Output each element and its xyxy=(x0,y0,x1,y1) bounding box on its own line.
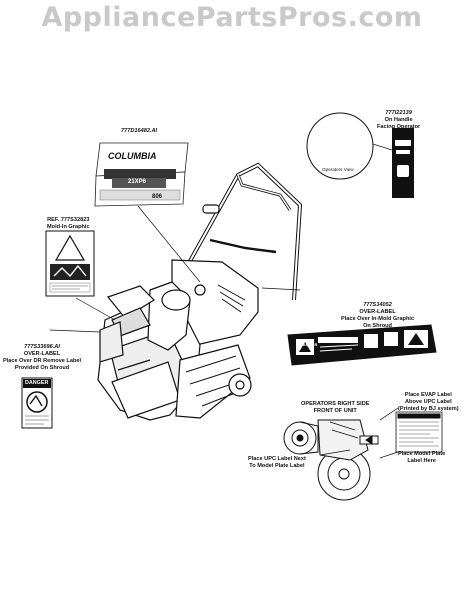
plate2: Label Here xyxy=(407,458,436,464)
snow-thrower xyxy=(97,162,303,421)
danger-decal-text: DANGER xyxy=(25,380,49,386)
shroud-line2: On Shroud xyxy=(363,323,392,329)
evap2: Above UPC Label xyxy=(405,399,452,405)
handle-line1: On Handle xyxy=(384,117,413,123)
mold-ref: REF. 777S32823 xyxy=(47,217,90,223)
evap-label-text: Place EVAP Label Above UPC Label (Printe… xyxy=(398,392,459,413)
upc1: Place UPC Label Next xyxy=(248,456,306,462)
mold-in-label: REF. 777S32823 Mold-In Graphic xyxy=(47,217,90,231)
mold-in-graphic xyxy=(45,230,95,297)
chute-line1: Place Over DR Remove Label xyxy=(3,358,82,364)
handle-pn: 777I22139 xyxy=(385,110,412,116)
chute-suffix: .AI xyxy=(52,344,60,350)
shroud-label xyxy=(287,324,437,366)
handle-detail xyxy=(306,112,414,198)
upc-label-text: Place UPC Label Next To Model Plate Labe… xyxy=(248,456,306,470)
shroud-line1: Place Over In-Mold Graphic xyxy=(341,316,415,322)
svg-text:806: 806 xyxy=(152,194,163,200)
operators-view-text: Operators View xyxy=(322,167,354,172)
top-decal-suffix: .AI xyxy=(149,128,158,134)
top-decal: 806 xyxy=(94,142,189,207)
danger-decal xyxy=(21,377,53,429)
top-decal-pn: 777D16482 xyxy=(121,128,150,134)
chute-overlabel: OVER-LABEL xyxy=(23,351,61,357)
model-tag-text: 21XP6 xyxy=(128,179,147,185)
model-plate-label-text: Place Model Plate Label Here xyxy=(398,451,445,465)
evap3: (Printed by BJ system) xyxy=(398,406,459,412)
shroud-overlabel: OVER-LABEL xyxy=(359,309,396,315)
handle-line2: Facing Operator xyxy=(377,124,421,130)
shroud-label-text: 777S34052 OVER-LABEL Place Over In-Mold … xyxy=(341,302,414,330)
upc2: To Model Plate Label xyxy=(249,463,305,469)
handle-label: 777I22139 On Handle Facing Operator xyxy=(377,110,420,131)
chute-line2: Provided On Shroud xyxy=(14,365,70,371)
shroud-pn: 777S34052 xyxy=(363,302,392,308)
chute-label-text: 777S33696.AI OVER-LABEL Place Over DR Re… xyxy=(3,344,81,372)
evap1: Place EVAP Label xyxy=(404,392,452,398)
leader-lines xyxy=(49,205,399,459)
watermark: AppliancePartsPros.com xyxy=(41,2,423,33)
side-view xyxy=(268,399,443,517)
side-title2: FRONT OF UNIT xyxy=(313,408,357,414)
shroud-danger-text: DANGER xyxy=(300,342,318,347)
plate1: Place Model Plate xyxy=(398,451,446,457)
chute-pn: 777S33696 xyxy=(24,344,53,350)
top-decal-part-number: 777D16482.AI xyxy=(121,128,157,135)
mold-graphic: Mold-In Graphic xyxy=(47,224,90,230)
side-view-title: OPERATORS RIGHT SIDE FRONT OF UNIT xyxy=(301,401,369,415)
brand-text: COLUMBIA xyxy=(108,151,157,161)
side-title1: OPERATORS RIGHT SIDE xyxy=(301,401,370,407)
